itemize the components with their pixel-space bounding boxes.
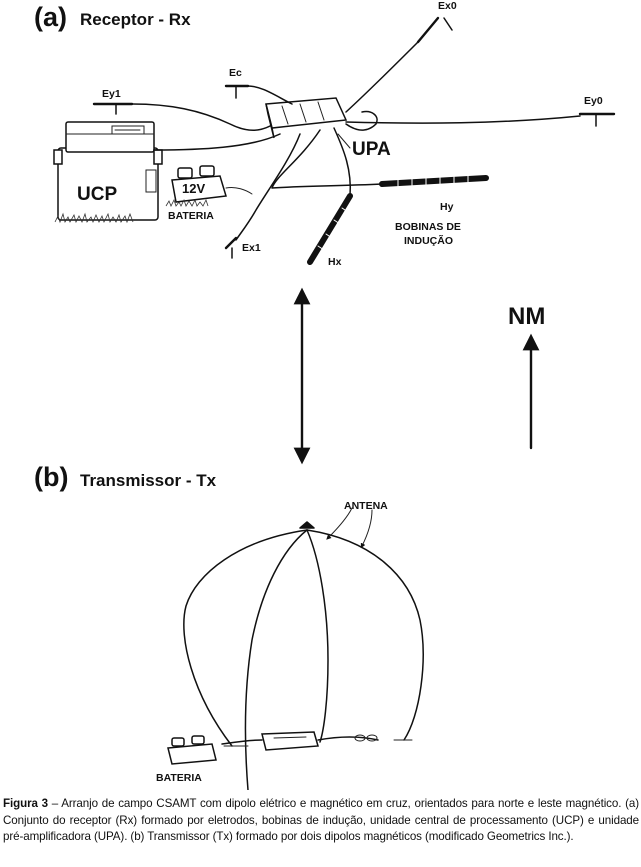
battery-rx: 12V BATERIA: [166, 166, 252, 222]
panel-b-transmitter: (b) Transmissor - Tx ANTENA BA: [34, 462, 423, 790]
battery-label-tx: BATERIA: [156, 772, 202, 784]
upa-label: UPA: [352, 139, 391, 160]
panel-a-receiver: (a) Receptor - Rx UCP 12V BATERIA: [34, 0, 614, 268]
ucp-label: UCP: [77, 184, 117, 205]
ey0-label: Ey0: [584, 95, 603, 107]
ex1-label: Ex1: [242, 242, 261, 254]
electrode-ec: Ec: [226, 67, 248, 98]
coil-hy: Hy: [382, 174, 486, 213]
electrode-ex0: Ex0: [418, 0, 457, 42]
panel-a-title: Receptor - Rx: [80, 10, 191, 29]
battery-voltage-label: 12V: [182, 181, 205, 196]
north-label: NM: [508, 303, 545, 330]
battery-label-rx: BATERIA: [168, 210, 214, 222]
ex0-label: Ex0: [438, 0, 457, 12]
coils-label-line2: INDUÇÃO: [404, 234, 453, 247]
panel-b-tag: (b): [34, 462, 68, 492]
ucp-unit: UCP: [54, 122, 162, 222]
hx-label: Hx: [328, 256, 342, 268]
north-arrow: NM: [508, 303, 545, 448]
electrode-ex1: Ex1: [226, 238, 261, 258]
hy-label: Hy: [440, 201, 454, 213]
panel-b-title: Transmissor - Tx: [80, 471, 217, 490]
csamt-field-diagram: (a) Receptor - Rx UCP 12V BATERIA: [0, 0, 641, 790]
figure-caption: Figura 3 – Arranjo de campo CSAMT com di…: [3, 796, 639, 846]
upa-unit: UPA: [266, 98, 391, 160]
caption-text: – Arranjo de campo CSAMT com dipolo elét…: [3, 797, 639, 843]
electrode-ey0: Ey0: [580, 95, 614, 126]
caption-label: Figura 3: [3, 797, 48, 810]
ec-label: Ec: [229, 67, 242, 79]
electrode-ey1: Ey1: [94, 88, 132, 114]
coils-label-line1: BOBINAS DE: [395, 221, 461, 233]
ey1-label: Ey1: [102, 88, 121, 100]
battery-tx: BATERIA: [156, 736, 216, 784]
coil-hx: Hx: [310, 196, 350, 268]
antenna-label: ANTENA: [344, 500, 388, 512]
panel-a-tag: (a): [34, 2, 67, 32]
